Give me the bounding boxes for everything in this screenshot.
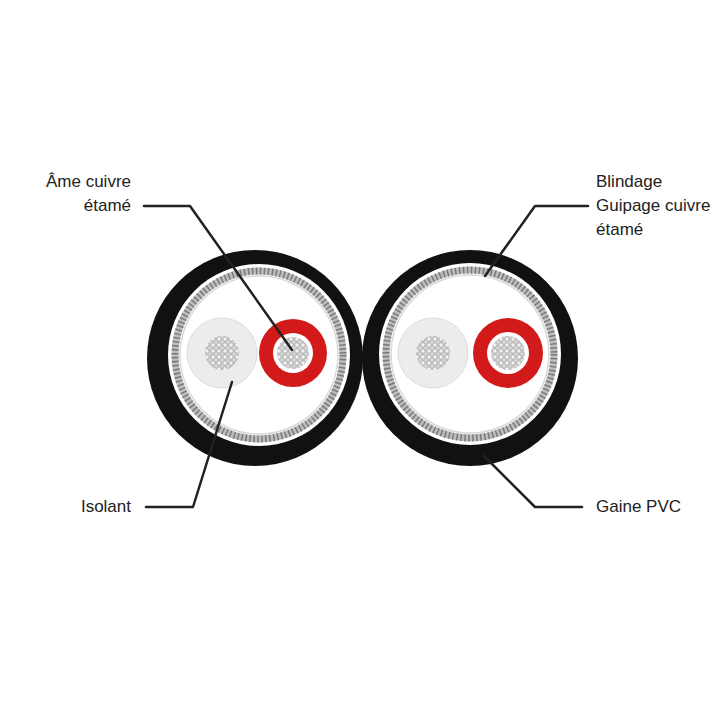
shield-braid [175, 271, 343, 439]
shield-texture [175, 271, 343, 439]
copper-strands [416, 336, 450, 370]
pvc-sheath [147, 250, 363, 466]
cable-left [147, 250, 363, 466]
callout-label: Gaine PVC [596, 495, 714, 519]
inner-fill [379, 263, 561, 445]
insulation-gap [487, 332, 529, 374]
red-insulation [259, 319, 327, 387]
inner-fill [168, 264, 350, 446]
callout-label: Isolant [21, 495, 131, 519]
white-insulation [187, 318, 257, 388]
copper-strands [277, 337, 309, 369]
shield-braid [386, 270, 554, 438]
copper-strands [491, 336, 525, 370]
white-insulation [398, 318, 468, 388]
leader-line [485, 206, 588, 276]
pvc-sheath [362, 250, 578, 466]
leader-line [146, 382, 232, 507]
filler [180, 276, 338, 434]
insulation-gap [273, 333, 313, 373]
filler [391, 275, 549, 433]
leader-line [484, 456, 582, 507]
copper-strands [205, 336, 239, 370]
shield-texture [386, 270, 554, 438]
callout-label: Blindage Guipage cuivre étamé [596, 170, 714, 242]
callout-label: Âme cuivre étamé [19, 170, 131, 218]
cable-right [362, 250, 578, 466]
red-insulation [473, 318, 543, 388]
leader-line [144, 206, 292, 350]
